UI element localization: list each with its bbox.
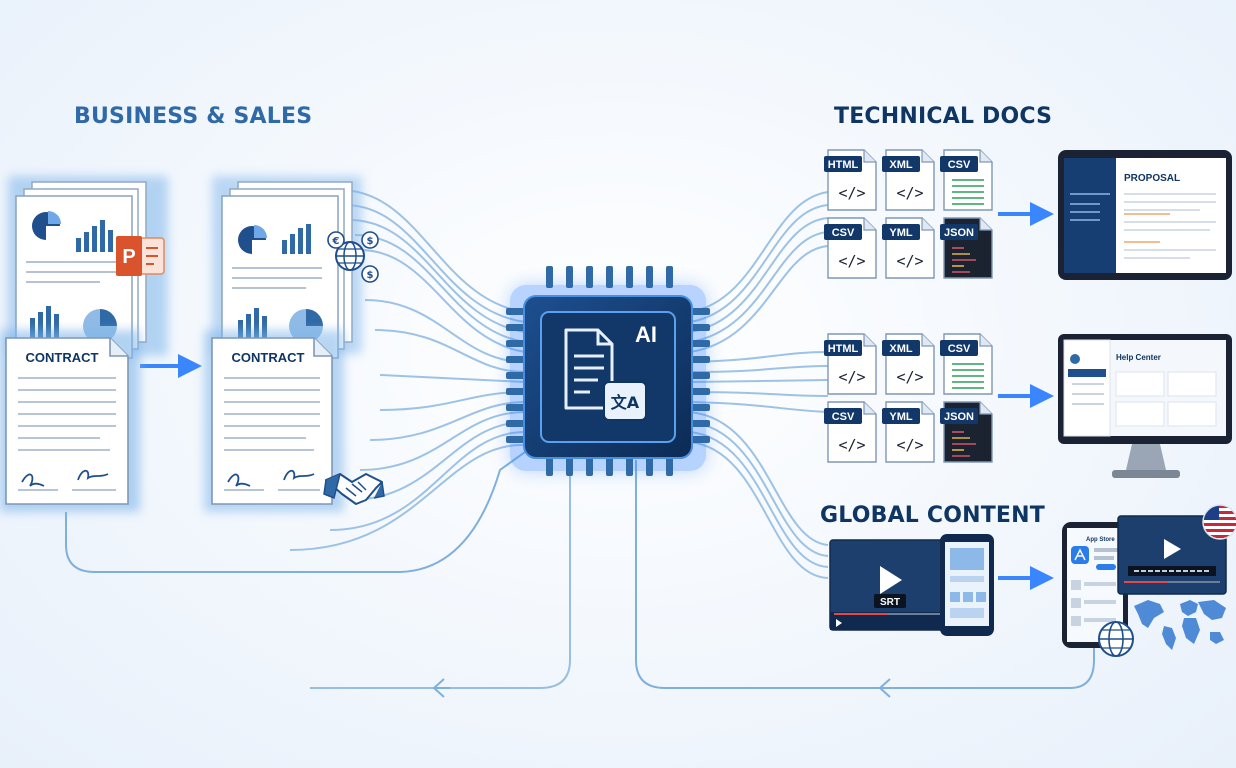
file-tile-yml: YML </>: [882, 217, 935, 279]
tablet-proposal: PROPOSAL: [1058, 150, 1232, 280]
ai-label: AI: [635, 322, 657, 347]
section-title-technical: TECHNICAL DOCS: [834, 104, 1053, 129]
file-tile-html: HTML </>: [824, 333, 877, 395]
code-icon: </>: [896, 368, 923, 386]
globe-icon: [1098, 621, 1134, 657]
file-tile-label: CSV: [948, 159, 971, 171]
world-map-icon: [1134, 600, 1226, 650]
file-tile-csv: CSV: [940, 149, 993, 211]
ai-chip: AI 文A: [506, 266, 710, 476]
svg-text:€: €: [332, 236, 340, 247]
code-icon: </>: [896, 252, 923, 270]
handshake-icon: [323, 473, 385, 505]
file-tile-html: HTML </>: [824, 149, 877, 211]
video-player: SRT: [829, 539, 949, 631]
code-icon: </>: [838, 436, 865, 454]
report-stack-left: [8, 176, 168, 359]
file-tile-label: YML: [889, 227, 913, 239]
code-icon: </>: [896, 184, 923, 202]
code-icon: </>: [838, 184, 865, 202]
file-tile-label: XML: [889, 343, 913, 355]
file-tile-label: XML: [889, 159, 913, 171]
file-tile-xml: XML </>: [882, 333, 935, 395]
code-icon: </>: [838, 252, 865, 270]
app-store-phone: App Store: [1062, 522, 1128, 648]
contract-right-title: CONTRACT: [232, 350, 305, 365]
code-icon: </>: [896, 436, 923, 454]
tech-docs-row-top: HTML </> XML </> CSV CSV </> YML </> JSON: [824, 149, 993, 279]
video-player-right: [1117, 515, 1227, 595]
contract-left-title: CONTRACT: [26, 350, 99, 365]
subtitle-badge: SRT: [880, 597, 900, 608]
file-tile-label: JSON: [944, 227, 974, 239]
svg-text:$: $: [367, 236, 374, 247]
signature: [21, 469, 109, 487]
report-stack-right: [212, 176, 362, 359]
svg-text:$: $: [367, 270, 374, 281]
code-icon: </>: [838, 368, 865, 386]
file-tile-label: JSON: [944, 411, 974, 423]
contract-right: CONTRACT: [204, 330, 344, 512]
svg-text:文A: 文A: [611, 393, 640, 412]
file-tile-label: HTML: [828, 159, 859, 171]
return-lines: [65, 451, 1095, 689]
play-icon: [880, 566, 902, 594]
monitor-help-center: Help Center: [1058, 334, 1232, 478]
file-tile-xml: XML </>: [882, 149, 935, 211]
section-title-global: GLOBAL CONTENT: [820, 503, 1045, 528]
translate-icon: [603, 381, 647, 421]
return-arrow-right: [878, 678, 891, 698]
file-tile-json: JSON: [940, 217, 993, 279]
help-center-title: Help Center: [1116, 353, 1161, 362]
tech-docs-row-bottom: HTML </> XML </> CSV CSV </> YML </> JSON: [824, 333, 993, 463]
file-tile-label: YML: [889, 411, 913, 423]
file-tile-json: JSON: [940, 401, 993, 463]
return-arrow-left: [432, 678, 445, 698]
section-title-business: BUSINESS & SALES: [74, 104, 313, 129]
svg-text:P: P: [122, 246, 135, 268]
proposal-title: PROPOSAL: [1124, 173, 1180, 184]
file-tile-label: CSV: [832, 227, 855, 239]
file-tile-label: CSV: [948, 343, 971, 355]
file-tile-yml: YML </>: [882, 401, 935, 463]
file-tile-label: HTML: [828, 343, 859, 355]
file-tile-csv: CSV: [940, 333, 993, 395]
contract-left: CONTRACT: [0, 330, 140, 512]
phone-mockup: [940, 534, 994, 636]
app-store-title: App Store: [1086, 537, 1115, 543]
flow-arrows: [140, 202, 1054, 590]
document-icon: [564, 328, 614, 410]
play-icon: [1164, 539, 1181, 559]
file-tile-label: CSV: [832, 411, 855, 423]
right-connection-lines: [689, 191, 829, 579]
powerpoint-icon: P: [116, 236, 165, 276]
file-tile-csv: CSV </>: [824, 401, 877, 463]
currency-globe-icon: € $ $: [327, 231, 379, 283]
file-tile-csv: CSV </>: [824, 217, 877, 279]
